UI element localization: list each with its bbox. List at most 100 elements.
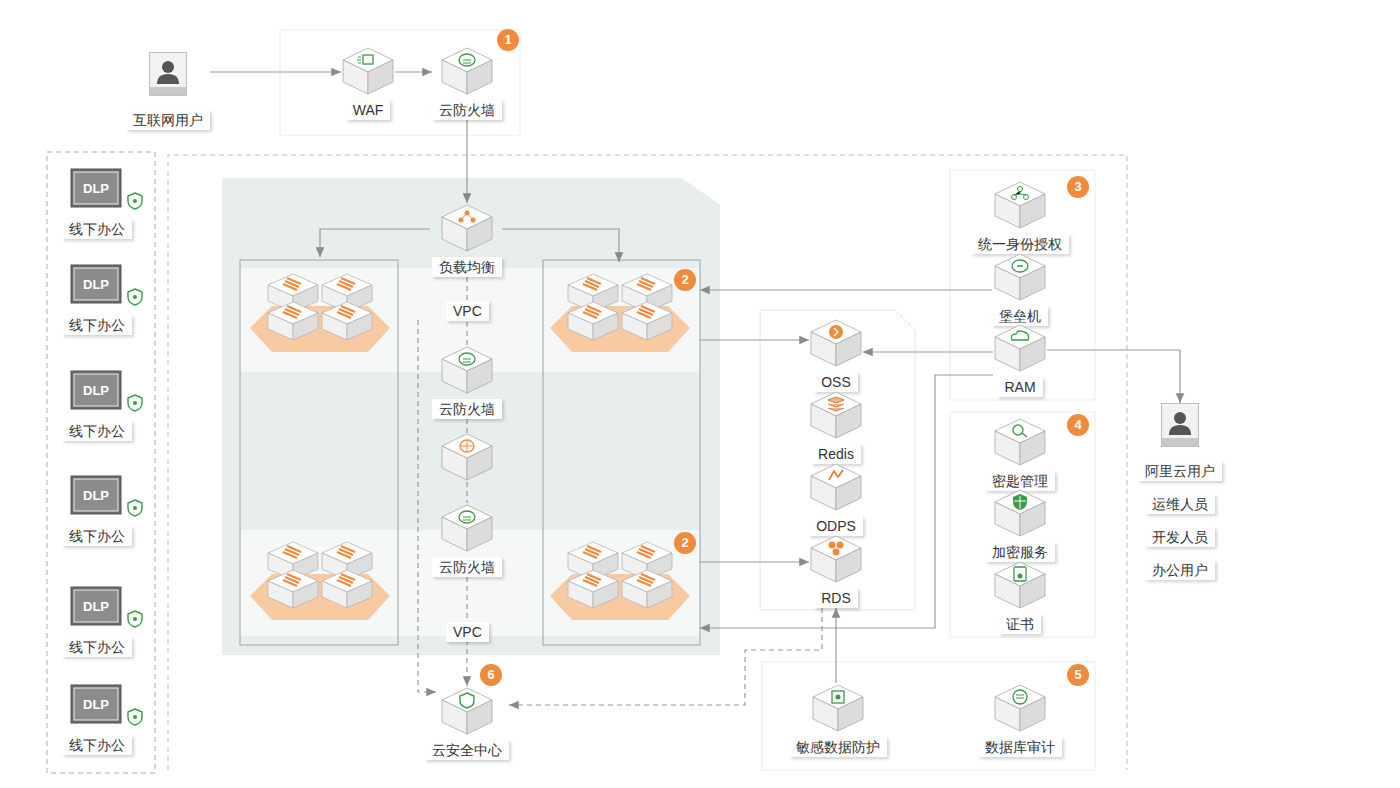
connector — [700, 375, 993, 628]
node-label: 数据库审计 — [978, 737, 1062, 757]
screen-text: DLP — [75, 269, 117, 299]
service-node: RAM — [993, 323, 1047, 397]
connector — [700, 289, 992, 290]
dashed-frame — [168, 155, 1127, 770]
cube-icon — [811, 683, 865, 733]
node-label: OSS — [814, 372, 858, 392]
group-box — [950, 170, 1095, 400]
cube-icon — [341, 46, 395, 96]
node-label: 加密服务 — [985, 542, 1055, 562]
shield-icon — [126, 499, 144, 517]
screen-text: DLP — [75, 173, 117, 203]
screen-text: DLP — [75, 480, 117, 510]
group-box — [280, 30, 520, 135]
service-node: WAF — [341, 46, 395, 120]
user-node: 互联网用户 — [126, 52, 210, 130]
node-label: RAM — [997, 377, 1042, 397]
monitor: DLP — [70, 264, 124, 306]
node-label: 云防火墙 — [432, 399, 502, 419]
connector — [700, 339, 809, 340]
service-node: 负载均衡 — [432, 203, 502, 277]
storage-box — [760, 310, 915, 610]
service-node: 证书 — [993, 560, 1047, 634]
server-cluster — [250, 274, 390, 352]
edge-label: VPC — [446, 622, 489, 642]
cube-icon — [440, 503, 494, 553]
connector — [466, 120, 467, 203]
service-node: RDS — [809, 534, 863, 608]
cube-icon — [440, 345, 494, 395]
monitor: DLP — [70, 168, 124, 210]
connector — [835, 608, 836, 683]
group-box — [950, 412, 1095, 637]
dlp-terminal: DLP 线下办公 — [62, 168, 132, 239]
connector — [700, 561, 809, 562]
shield-icon — [126, 394, 144, 412]
node-label: 阿里云用户 — [1138, 461, 1222, 481]
office-frame — [47, 152, 155, 773]
monitor: DLP — [70, 370, 124, 412]
group-box — [762, 662, 1095, 770]
callout-number: 4 — [1067, 414, 1089, 436]
service-node: 云防火墙 — [432, 46, 502, 120]
monitor: DLP — [70, 586, 124, 628]
monitor: DLP — [70, 475, 124, 517]
node-label: 线下办公 — [62, 637, 132, 657]
vpc-region — [222, 178, 720, 655]
shield-icon — [126, 288, 144, 306]
person-icon — [149, 52, 187, 96]
column-outline — [240, 260, 398, 645]
node-label: 线下办公 — [62, 219, 132, 239]
cube-icon — [993, 323, 1047, 373]
shield-icon — [126, 708, 144, 726]
dlp-terminal: DLP线下办公 — [62, 684, 132, 755]
node-label: Redis — [811, 444, 861, 464]
shield-icon — [126, 192, 144, 210]
edge-label: VPC — [446, 301, 489, 321]
service-node: 密匙管理 — [985, 417, 1055, 491]
service-node: 云防火墙 — [432, 503, 502, 577]
service-node: 云防火墙 — [432, 345, 502, 419]
node-label: 云防火墙 — [432, 100, 502, 120]
node-label: 证书 — [999, 614, 1041, 634]
service-node: ODPS — [809, 462, 863, 536]
wire — [418, 320, 436, 692]
server-cluster — [550, 542, 690, 620]
cube-icon — [809, 462, 863, 512]
callout-number: 6 — [480, 664, 502, 686]
node-label: 负载均衡 — [432, 257, 502, 277]
cube-icon — [440, 686, 494, 736]
cube-icon — [993, 180, 1047, 230]
cube-icon — [993, 683, 1047, 733]
service-node: 加密服务 — [985, 488, 1055, 562]
node-label: 密匙管理 — [985, 471, 1055, 491]
role-label: 运维人员 — [1145, 494, 1215, 514]
connector — [502, 229, 619, 262]
cube-icon — [809, 534, 863, 584]
service-node: Redis — [809, 390, 863, 464]
connector — [395, 71, 432, 72]
server-group: 2 — [543, 530, 700, 640]
node-label: ODPS — [809, 516, 863, 536]
band — [240, 268, 700, 372]
cube-icon — [993, 252, 1047, 302]
callout-number: 2 — [674, 269, 696, 291]
connector — [210, 71, 341, 72]
callout-number: 1 — [497, 29, 519, 51]
service-node: OSS — [809, 318, 863, 392]
callout-number: 3 — [1067, 176, 1089, 198]
user-node: 阿里云用户运维人员开发人员办公用户 — [1138, 403, 1222, 580]
cube-icon — [809, 318, 863, 368]
server-group: 2 — [543, 262, 700, 372]
dlp-terminal: DLP线下办公 — [62, 370, 132, 441]
cube-icon — [809, 390, 863, 440]
wire — [320, 229, 430, 257]
node-label: RDS — [814, 588, 858, 608]
column-outline — [543, 260, 700, 645]
node-label: 统一身份授权 — [971, 234, 1069, 254]
server-cluster — [250, 542, 390, 620]
cube-icon — [993, 560, 1047, 610]
monitor: DLP — [70, 684, 124, 726]
